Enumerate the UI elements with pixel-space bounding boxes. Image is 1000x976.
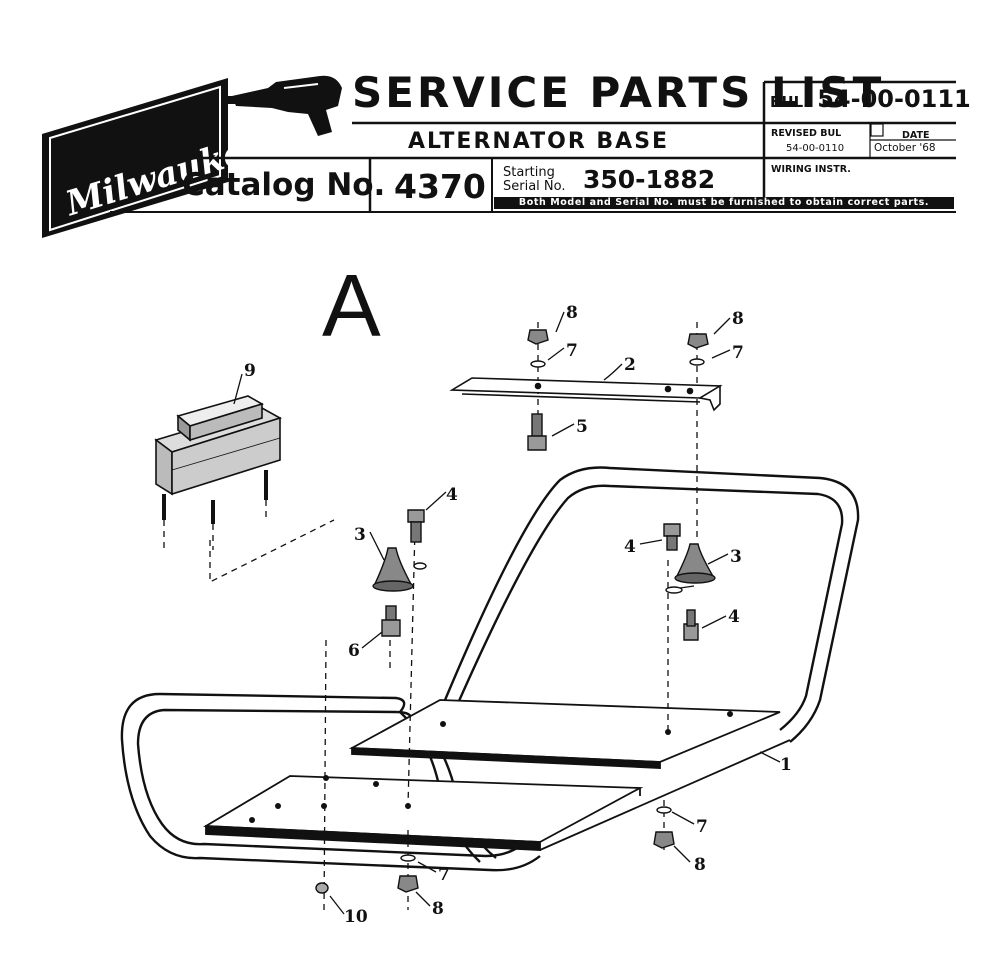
revised-label: REVISED BUL (771, 128, 842, 139)
starting-label-line1: Starting (503, 165, 555, 180)
callout-4a: 4 (446, 485, 458, 505)
mount-holes (249, 711, 733, 823)
catalog-label: Catalog No. (182, 167, 386, 203)
callout-7a: 7 (566, 341, 578, 361)
callout-10: 10 (344, 907, 368, 927)
callout-6: 6 (348, 641, 360, 661)
alternator-part-9 (154, 395, 283, 524)
drill-icon (228, 75, 342, 136)
catalog-number: 4370 (394, 167, 486, 206)
bulletin-prefix: BUL. (770, 93, 809, 111)
callout-8b: 8 (732, 309, 744, 329)
callout-1: 1 (780, 755, 792, 775)
callout-8d: 8 (432, 899, 444, 919)
starting-serial-label: Starting Serial No. (503, 166, 566, 194)
callout-labels: 1 2 3 3 4 4 4 5 6 7 7 7 7 8 8 8 8 9 10 (244, 303, 792, 927)
header-frame (110, 80, 956, 213)
callout-4b: 4 (624, 537, 636, 557)
exploded-diagram: 1 2 3 3 4 4 4 5 6 7 7 7 7 8 8 8 8 9 10 (120, 303, 860, 927)
notice-banner: Both Model and Serial No. must be furnis… (494, 197, 954, 209)
callout-3b: 3 (730, 547, 742, 567)
revised-number: 54-00-0110 (786, 143, 845, 154)
callout-3a: 3 (354, 525, 366, 545)
bulletin: BUL. 54-00-0111 (770, 87, 971, 111)
callout-5: 5 (576, 417, 588, 437)
starting-label-line2: Serial No. (503, 179, 566, 194)
callout-2: 2 (624, 355, 636, 375)
bracket-part-2 (449, 377, 723, 412)
bulletin-number: 54-00-0111 (817, 85, 971, 113)
callout-4c: 4 (728, 607, 740, 627)
page-title: SERVICE PARTS LIST (352, 68, 885, 117)
callout-9: 9 (244, 361, 256, 381)
callout-7d: 7 (438, 865, 450, 885)
serial-number: 350-1882 (583, 165, 716, 194)
section-letter: A (322, 256, 381, 355)
callout-7c: 7 (696, 817, 708, 837)
date-label: DATE (902, 130, 930, 141)
callout-8a: 8 (566, 303, 578, 323)
wiring-label: WIRING INSTR. (771, 164, 851, 175)
date-value: October '68 (874, 142, 936, 154)
base-plates (202, 699, 791, 851)
leader-lines (233, 311, 781, 915)
callout-7b: 7 (732, 343, 744, 363)
callout-8c: 8 (694, 855, 706, 875)
page-subtitle: ALTERNATOR BASE (408, 129, 670, 154)
hardware (315, 329, 716, 894)
